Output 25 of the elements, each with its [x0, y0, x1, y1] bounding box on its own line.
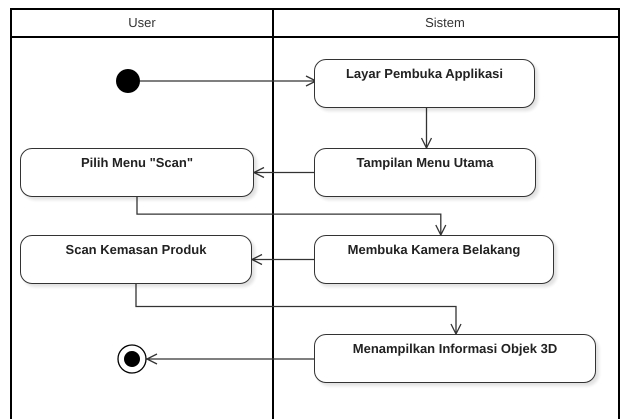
activity-box: [314, 148, 536, 197]
activity-box: [314, 334, 596, 383]
activity-label: Layar Pembuka Applikasi: [344, 65, 504, 81]
activity-label: Pilih Menu "Scan": [80, 154, 194, 170]
arrow: [253, 166, 316, 178]
final-node: [117, 344, 147, 374]
lane-title: User: [127, 14, 157, 32]
arrow: [251, 254, 316, 266]
arrow: [420, 108, 432, 149]
activity-label: Tampilan Menu Utama: [355, 154, 494, 170]
swimlane: [272, 8, 620, 419]
arrow: [140, 75, 317, 87]
initial-node: [116, 69, 140, 93]
activity-box: [314, 59, 535, 108]
arrow: [146, 353, 316, 365]
activity-label: Membuka Kamera Belakang: [346, 241, 522, 257]
swimlane: [10, 8, 274, 419]
activity-label: Menampilkan Informasi Objek 3D: [352, 340, 558, 356]
arrow: [135, 284, 462, 335]
activity-box: [20, 235, 252, 284]
arrow: [136, 197, 446, 236]
activity-box: [20, 148, 254, 197]
lane-title: Sistem: [424, 14, 466, 32]
activity-label: Scan Kemasan Produk: [64, 241, 208, 257]
activity-box: [314, 235, 554, 284]
